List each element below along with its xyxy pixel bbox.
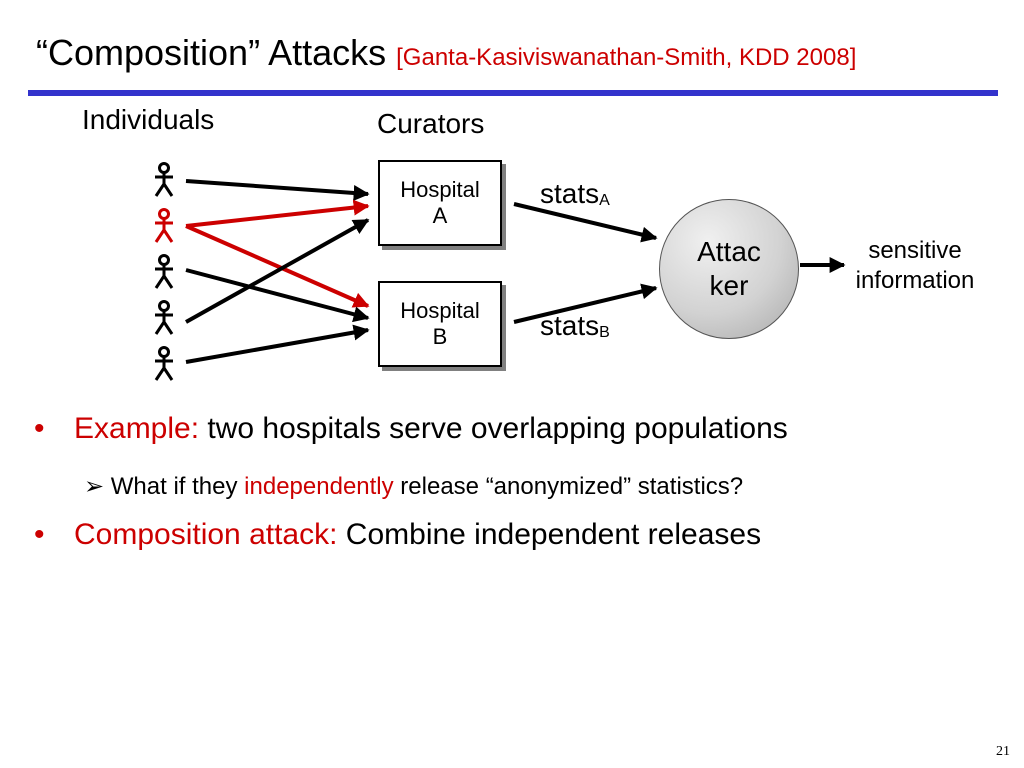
curators-label: Curators [377,108,485,139]
stats-b-label: statsB [540,310,610,342]
attacker-label-line1: Attac [697,236,761,267]
person-icon [153,162,175,198]
hospital-b-label: Hospital [400,298,480,323]
person-icon [153,346,175,382]
sensitive-line1: sensitive [868,237,962,264]
arrow-bullet-icon: ➢ [84,473,105,500]
arrow-person2-to-hospital-b [185,224,370,308]
title-divider [28,90,998,96]
bullet-example-prefix: Example: [74,412,200,445]
stats-a-text: stats [540,178,600,209]
person-icon [153,254,175,290]
arrow-person1-to-hospital-a [185,179,370,201]
sensitive-line2: information [855,267,975,294]
person-icon [153,300,175,336]
stats-b-subscript: B [599,324,610,341]
bullet-composition: • Composition attack: Combine independent… [34,518,761,552]
hospital-a-label: Hospital [400,177,480,202]
arrow-person3-to-hospital-b [185,268,370,323]
page-number: 21 [996,744,1010,759]
bullet-example-text: two hospitals serve overlapping populati… [199,412,788,445]
bullet-composition-text: Combine independent releases [337,518,762,551]
title-main: “Composition” Attacks [36,32,387,73]
title-citation: [Ganta-Kasiviswanathan-Smith, KDD 2008] [396,44,857,71]
bullet-example: • Example: two hospitals serve overlappin… [34,412,788,446]
arrow-hospital-a-to-attacker [513,202,658,243]
composition-diagram [153,162,846,382]
arrow-person5-to-hospital-b [185,324,370,364]
hospital-a-box: Hospital A [378,160,502,246]
stats-a-subscript: A [599,192,610,209]
arrow-person4-to-hospital-a [185,218,370,324]
sensitive-information-label: sensitive information [830,236,1000,296]
individuals-label: Individuals [82,104,215,135]
stats-a-label: statsA [540,178,610,210]
bullet-dot: • [34,518,45,551]
person-icon [153,208,175,244]
hospital-b-letter: B [432,324,448,349]
bullet-composition-prefix: Composition attack: [74,518,338,551]
bullet-dot: • [34,412,45,445]
hospital-b-box: Hospital B [378,281,502,367]
subbullet-highlight: independently [244,473,394,500]
hospital-a-letter: A [432,203,448,228]
slide-title: “Composition” Attacks [Ganta-Kasiviswana… [36,32,856,74]
subbullet-question: ➢ What if they independently release “an… [84,472,743,501]
attacker-label-line2: ker [709,270,749,301]
attacker-node: Attac ker [659,199,799,339]
stats-b-text: stats [540,310,600,341]
subbullet-before: What if they [110,473,245,500]
subbullet-after: release “anonymized” statistics? [393,473,744,500]
arrow-person2-to-hospital-a [185,199,370,228]
arrow-hospital-b-to-attacker [513,283,658,324]
